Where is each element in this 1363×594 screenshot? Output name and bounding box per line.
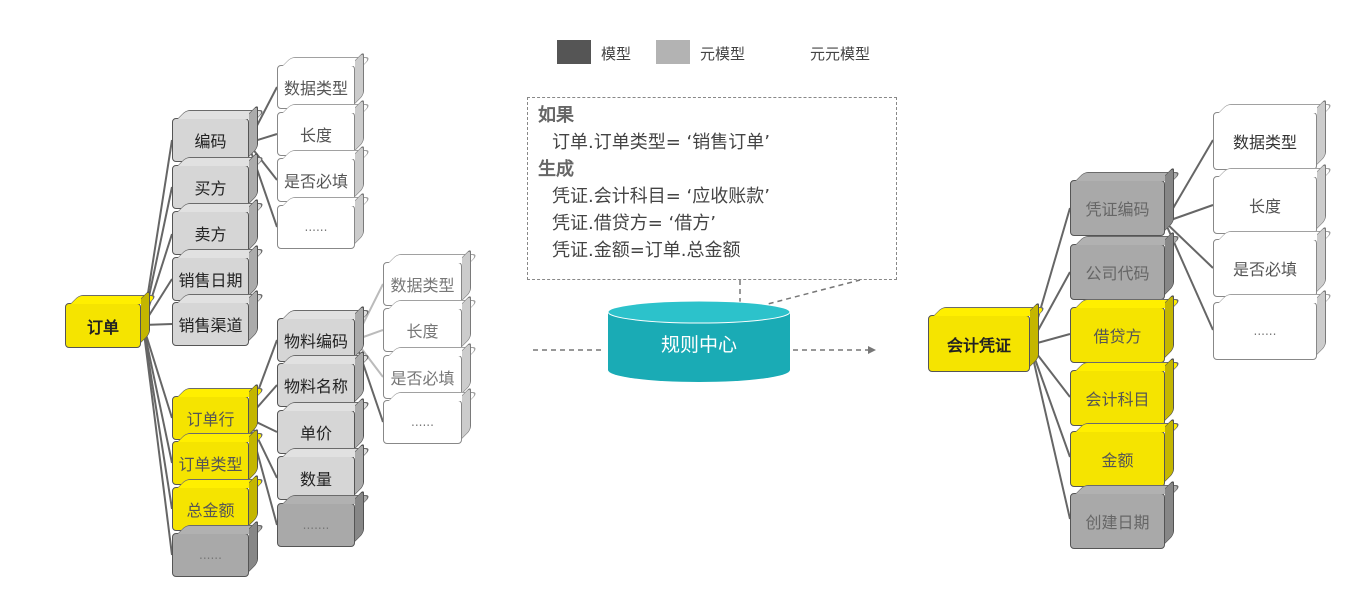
rule-center-label: 规则中心 xyxy=(660,334,737,356)
order-field-connectors xyxy=(142,139,173,556)
attr-label: ...... xyxy=(304,220,328,234)
rule-action: 凭证.金额=订单.总金额 xyxy=(552,240,741,261)
attr-label: 长度 xyxy=(299,126,332,145)
rule-definition: 如果 订单.订单类型= ‘销售订单’ 生成 凭证.会计科目= ‘应收账款’ 凭证… xyxy=(527,97,897,280)
voucher-code-attr: ...... xyxy=(1213,302,1317,360)
entity-label: 会计凭证 xyxy=(946,335,1011,355)
order-field: ...... xyxy=(172,533,249,577)
rule-center-cylinder-icon xyxy=(607,300,791,382)
rule-action: 凭证.会计科目= ‘应收账款’ xyxy=(552,186,770,207)
rule-condition: 订单.订单类型= ‘销售订单’ xyxy=(552,132,770,153)
field-label: 销售渠道 xyxy=(178,316,243,335)
voucher-code-attr: 长度 xyxy=(1213,176,1317,234)
field-label: 订单类型 xyxy=(178,455,243,474)
field-label: 销售日期 xyxy=(178,271,243,290)
legend-swatch-metamodel xyxy=(656,40,690,64)
field-label: 物料编码 xyxy=(283,332,348,351)
legend-label-model: 模型 xyxy=(601,45,632,63)
line-field: ....... xyxy=(277,503,355,547)
attr-label: 是否必填 xyxy=(283,172,348,191)
order-field: 编码 xyxy=(172,118,249,162)
voucher-field: 金额 xyxy=(1070,431,1165,487)
legend-swatch-model xyxy=(557,40,591,64)
voucher-field: 借贷方 xyxy=(1070,307,1165,363)
attr-label: 长度 xyxy=(1248,197,1281,216)
code-attr: 数据类型 xyxy=(277,65,355,109)
voucher-field: 公司代码 xyxy=(1070,244,1165,300)
field-label: 会计科目 xyxy=(1085,390,1150,409)
attr-label: 数据类型 xyxy=(1232,133,1297,152)
code-attr: 是否必填 xyxy=(277,158,355,202)
rule-if-label: 如果 xyxy=(538,105,574,126)
legend-label-metamodel: 元模型 xyxy=(700,45,746,63)
order-field: 总金额 xyxy=(172,487,249,531)
attr-label: 是否必填 xyxy=(1232,260,1297,279)
order-field: 卖方 xyxy=(172,211,249,255)
line-field: 物料名称 xyxy=(277,363,355,407)
field-label: 订单行 xyxy=(186,410,235,429)
entity-label: 订单 xyxy=(86,317,119,337)
attr-label: 数据类型 xyxy=(390,276,455,295)
material-attr: 数据类型 xyxy=(383,262,462,306)
order-field: 订单类型 xyxy=(172,441,249,485)
field-label: 卖方 xyxy=(194,225,227,244)
field-label: 编码 xyxy=(194,132,227,151)
field-label: 公司代码 xyxy=(1085,264,1150,283)
field-label: ....... xyxy=(302,518,330,532)
attr-label: 是否必填 xyxy=(390,369,455,388)
field-label: 凭证编码 xyxy=(1085,200,1150,219)
arrow-head-icon xyxy=(868,346,876,354)
material-attr: 长度 xyxy=(383,308,462,352)
voucher-code-attr: 数据类型 xyxy=(1213,112,1317,170)
attr-label: ...... xyxy=(411,415,434,429)
field-label: 创建日期 xyxy=(1085,513,1150,532)
field-label: 总金额 xyxy=(186,501,235,520)
legend-label-meta-metamodel: 元元模型 xyxy=(810,45,871,63)
rule-then-label: 生成 xyxy=(538,159,574,180)
field-label: 借贷方 xyxy=(1093,327,1142,346)
voucher-field: 会计科目 xyxy=(1070,370,1165,426)
order-field: 销售渠道 xyxy=(172,302,249,346)
attr-label: 长度 xyxy=(406,322,439,341)
material-attr: ...... xyxy=(383,400,462,444)
rule-action: 凭证.借贷方= ‘借方’ xyxy=(552,213,716,234)
voucher-field: 凭证编码 xyxy=(1070,180,1165,236)
attr-label: 数据类型 xyxy=(283,79,348,98)
field-label: 数量 xyxy=(299,470,332,489)
line-field: 数量 xyxy=(277,456,355,500)
field-label: 买方 xyxy=(194,179,227,198)
field-label: ...... xyxy=(199,548,222,562)
order-entity: 订单 xyxy=(65,303,141,348)
code-attr: 长度 xyxy=(277,112,355,156)
voucher-field: 创建日期 xyxy=(1070,493,1165,549)
attr-label: ...... xyxy=(1253,324,1277,338)
voucher-entity: 会计凭证 xyxy=(928,315,1030,372)
field-label: 单价 xyxy=(299,424,332,443)
field-label: 物料名称 xyxy=(283,377,348,396)
voucher-field-connectors xyxy=(1029,207,1071,520)
field-label: 金额 xyxy=(1101,451,1134,470)
voucher-code-attr: 是否必填 xyxy=(1213,239,1317,297)
code-attr: ...... xyxy=(277,205,355,249)
order-field: 买方 xyxy=(172,165,249,209)
